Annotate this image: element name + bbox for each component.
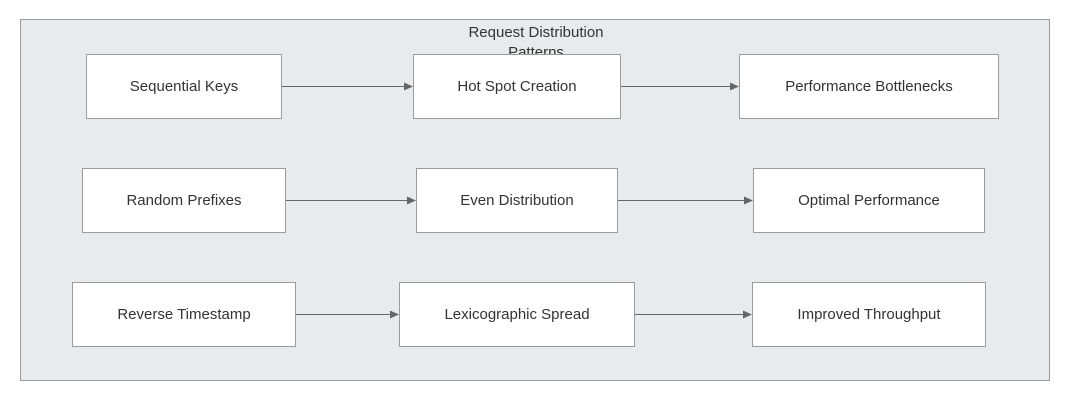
- node-label: Improved Throughput: [797, 306, 941, 323]
- node-optimal-performance[interactable]: Optimal Performance: [753, 168, 985, 233]
- node-reverse-timestamp[interactable]: Reverse Timestamp: [72, 282, 296, 347]
- node-label: Lexicographic Spread: [444, 306, 590, 323]
- node-improved-throughput[interactable]: Improved Throughput: [752, 282, 986, 347]
- node-even-distribution[interactable]: Even Distribution: [416, 168, 618, 233]
- node-label: Even Distribution: [460, 192, 574, 209]
- node-hot-spot-creation[interactable]: Hot Spot Creation: [413, 54, 621, 119]
- node-label: Sequential Keys: [129, 78, 239, 95]
- node-sequential-keys[interactable]: Sequential Keys: [86, 54, 282, 119]
- node-performance-bottlenecks[interactable]: Performance Bottlenecks: [739, 54, 999, 119]
- node-label: Optimal Performance: [798, 192, 940, 209]
- node-lexicographic-spread[interactable]: Lexicographic Spread: [399, 282, 635, 347]
- node-label: Hot Spot Creation: [457, 78, 577, 95]
- node-label: Random Prefixes: [126, 192, 242, 209]
- node-label: Reverse Timestamp: [117, 306, 251, 323]
- node-random-prefixes[interactable]: Random Prefixes: [82, 168, 286, 233]
- node-label: Performance Bottlenecks: [785, 78, 953, 95]
